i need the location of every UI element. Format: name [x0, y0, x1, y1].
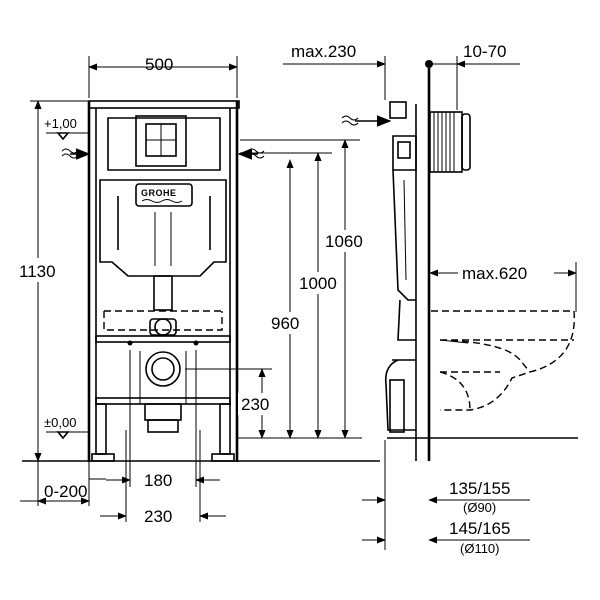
- dim-heights-right: 1060 1000 960 230: [185, 139, 368, 439]
- dim-bottom: 0-200 180 230: [20, 350, 226, 526]
- cistern: GROHE: [99, 115, 227, 277]
- dim-height-1130: 1130: [18, 100, 88, 462]
- height-1000-label: 1000: [299, 274, 337, 293]
- bowl-outline-side: [431, 310, 575, 411]
- flush-plate: [429, 111, 471, 173]
- drain-small-label: 135/155: [449, 479, 510, 498]
- outer-spacing-label: 230: [144, 507, 172, 526]
- dim-max-230: max.230: [283, 42, 470, 100]
- height-1060-label: 1060: [325, 232, 363, 251]
- wall-range-label: 10-70: [463, 42, 506, 61]
- side-inlet-icon: [341, 115, 359, 126]
- foot-offset-label: 0-200: [44, 482, 87, 501]
- drain-connector: [127, 340, 199, 433]
- bowl-projection-label: max.620: [462, 264, 527, 283]
- bolt-spacing-label: 180: [144, 471, 172, 490]
- dim-10-70: 10-70: [456, 42, 520, 110]
- brand-logo-text: GROHE: [141, 188, 177, 198]
- frame-profile: [384, 101, 417, 433]
- flush-pipe: [149, 275, 177, 336]
- front-view: GROHE: [18, 55, 380, 526]
- frame: [87, 100, 240, 462]
- level-markers: +1,00 ±0,00: [44, 116, 89, 440]
- drain-large-label: 145/165: [449, 519, 510, 538]
- height-960-label: 960: [271, 314, 299, 333]
- bowl-outline-front: [103, 310, 223, 331]
- height-230-label: 230: [241, 395, 269, 414]
- side-view: max.230 10-70 max.620 135/155 (Ø90) 1: [283, 42, 578, 556]
- depth-max-label: max.230: [291, 42, 356, 61]
- dim-max-620: max.620: [429, 262, 577, 312]
- drain-large-sub: (Ø110): [460, 541, 500, 556]
- dim-width-500: 500: [88, 55, 238, 98]
- level-top-label: +1,00: [44, 116, 77, 131]
- dim-drain: 135/155 (Ø90) 145/165 (Ø110): [362, 440, 530, 556]
- total-height-label: 1130: [19, 262, 56, 281]
- drain-small-sub: (Ø90): [463, 500, 496, 515]
- level-floor-label: ±0,00: [44, 415, 76, 430]
- water-inlets: [61, 148, 265, 160]
- width-label: 500: [145, 55, 173, 74]
